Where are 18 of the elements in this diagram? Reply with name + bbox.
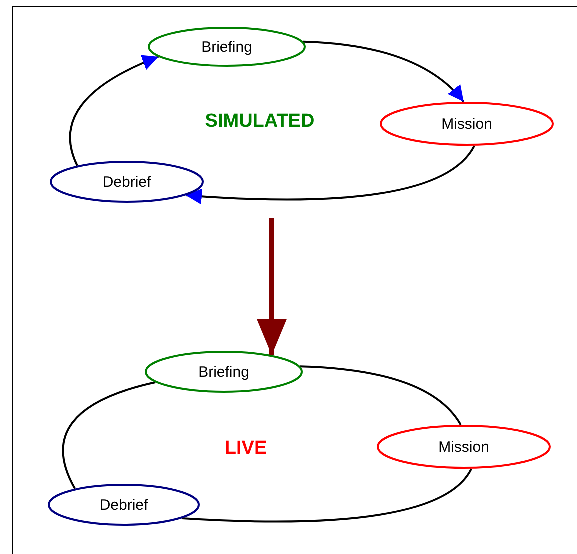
node-label: Mission [442, 116, 492, 132]
ellipse-node [50, 161, 204, 203]
cycle-title: LIVE [224, 438, 268, 460]
node-label: Briefing [198, 364, 250, 380]
node-label: Mission [438, 438, 490, 456]
ellipse-node [148, 27, 306, 67]
arrow [186, 145, 476, 205]
cycle-title: SIMULATED [205, 111, 315, 133]
arrow [69, 56, 159, 166]
arrow [256, 218, 287, 356]
node-label: Debrief [102, 174, 152, 190]
ellipse-node [377, 425, 551, 469]
ellipse-node [48, 484, 200, 526]
arrow [303, 40, 465, 103]
ellipse-node [380, 102, 554, 146]
ellipse-node [145, 351, 303, 393]
node-label: Debrief [100, 496, 148, 514]
node-label: Briefing [202, 38, 252, 56]
